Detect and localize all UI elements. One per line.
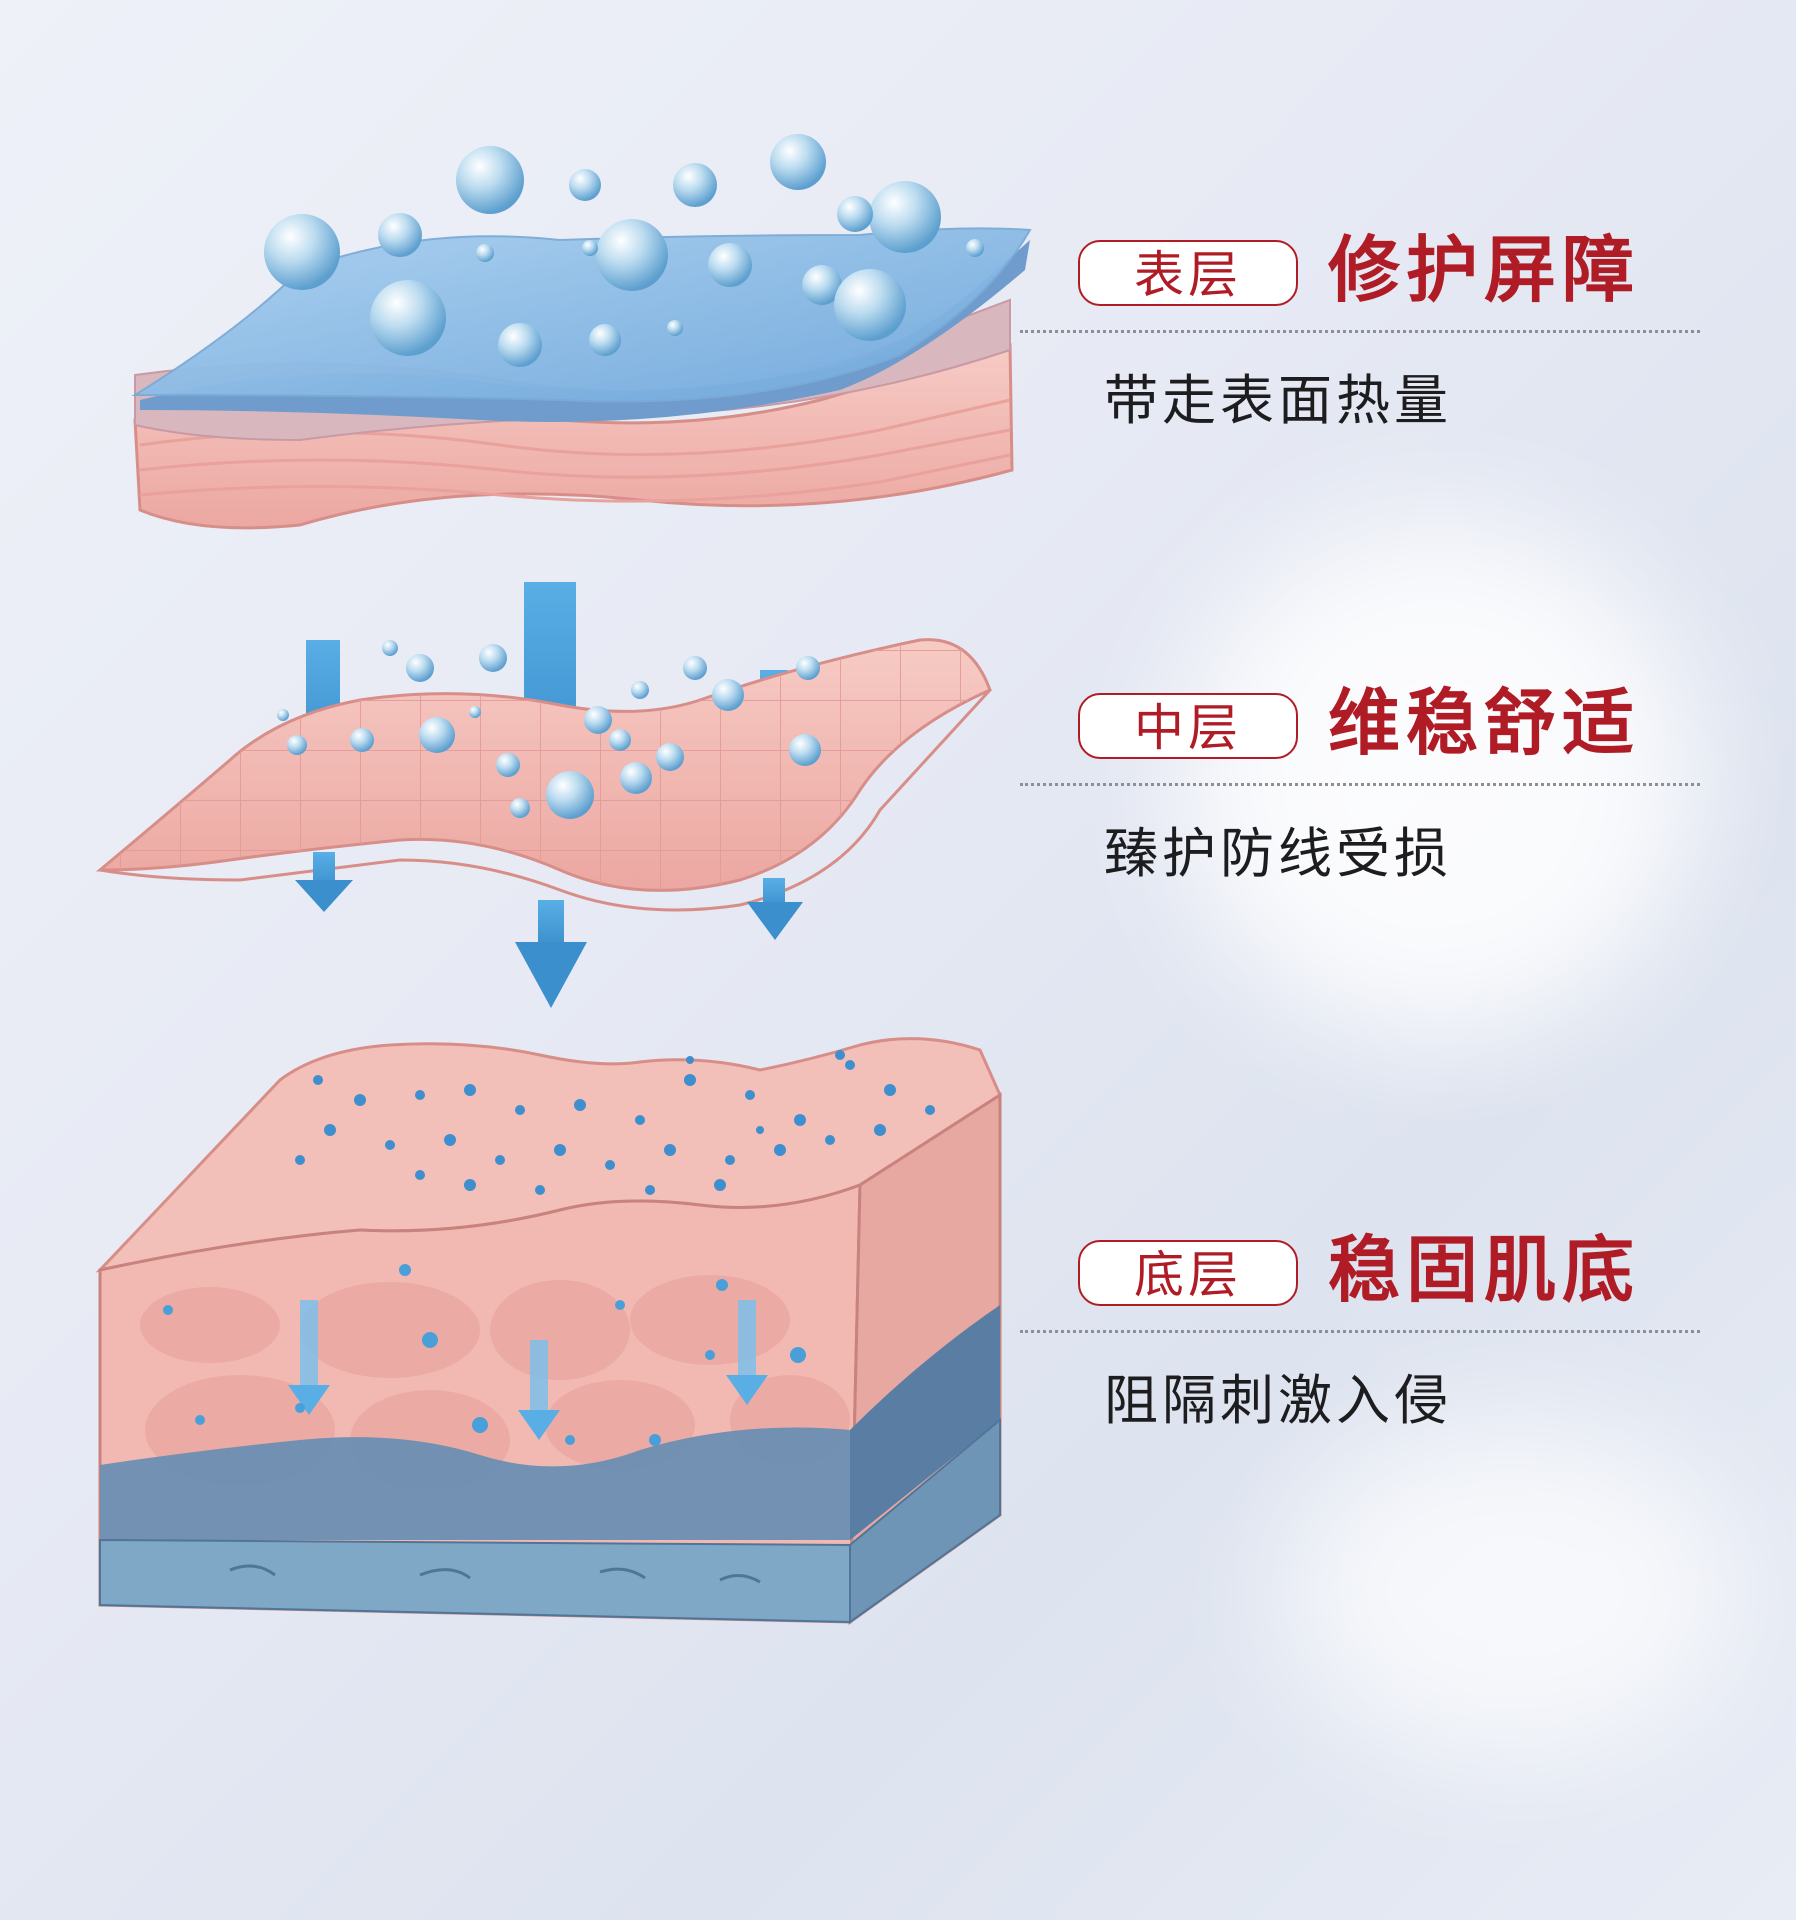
middle-divider — [1020, 783, 1700, 786]
surface-layer-tag: 表层 — [1078, 240, 1298, 306]
middle-tag-row: 中层 维稳舒适 — [1070, 683, 1710, 763]
middle-layer-description: 臻护防线受损 — [1104, 822, 1452, 885]
middle-layer-tag: 中层 — [1078, 693, 1298, 759]
surface-layer-description: 带走表面热量 — [1104, 369, 1452, 432]
surface-divider — [1020, 330, 1700, 333]
base-layer-tag: 底层 — [1078, 1240, 1298, 1306]
surface-layer-illustration — [131, 134, 1032, 530]
surface-tag-row: 表层 修护屏障 — [1070, 230, 1710, 310]
base-tag-row: 底层 稳固肌底 — [1070, 1230, 1710, 1310]
surface-layer-headline: 修护屏障 — [1328, 228, 1641, 312]
middle-layer-headline: 维稳舒适 — [1328, 681, 1641, 765]
base-divider — [1020, 1330, 1700, 1333]
base-layer-description: 阻隔刺激入侵 — [1104, 1369, 1452, 1432]
base-layer-illustration — [95, 1037, 1002, 1625]
middle-layer-illustration — [95, 582, 992, 1008]
base-layer-headline: 稳固肌底 — [1328, 1228, 1641, 1312]
